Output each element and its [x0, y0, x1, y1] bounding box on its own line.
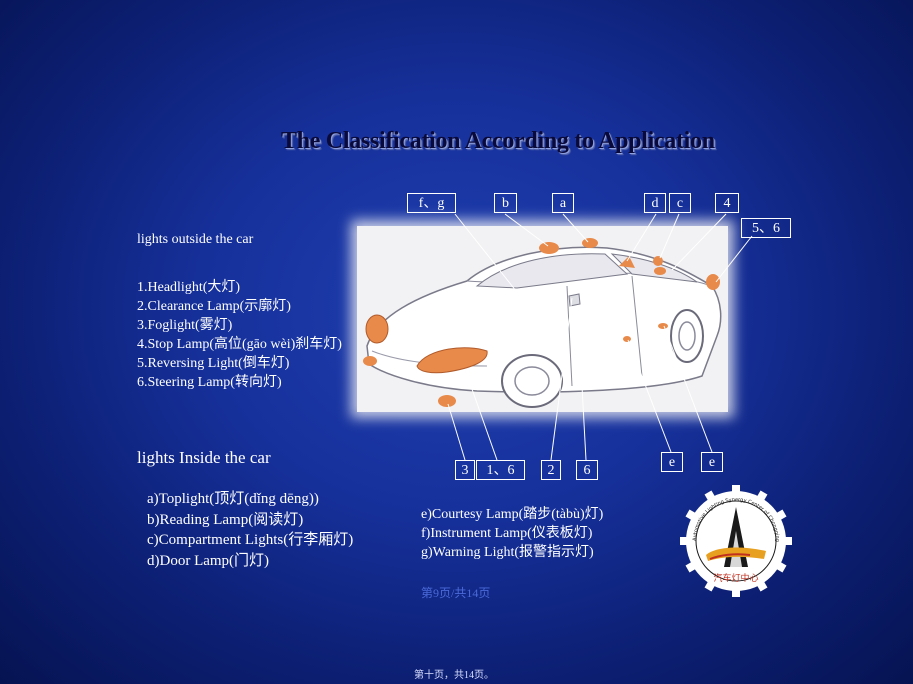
- slide-title: The Classification According to Applicat…: [281, 128, 715, 154]
- callout-label: a: [552, 193, 574, 213]
- callout-label: 6: [576, 460, 598, 480]
- page-number: 第9页/共14页: [421, 586, 491, 600]
- callout-label: e: [661, 452, 683, 472]
- footer-page-count: 第十页，共14页。: [414, 670, 494, 681]
- callout-label: 5、6: [741, 218, 791, 238]
- list-item: 1.Headlight(大灯): [137, 280, 241, 295]
- car-illustration: [363, 238, 722, 408]
- list-item: 4.Stop Lamp(高位(gāo wèi)刹车灯): [137, 337, 342, 352]
- list-item: 5.Reversing Light(倒车灯): [137, 356, 290, 371]
- inside-heading: lights Inside the car: [137, 448, 271, 467]
- callout-label: e: [701, 452, 723, 472]
- list-item: f)Instrument Lamp(仪表板灯): [421, 526, 593, 541]
- list-item: d)Door Lamp(门灯): [147, 552, 270, 569]
- callout-label: 3: [455, 460, 475, 480]
- gear-logo-icon: 汽车灯中心 Automotive Lighting Synergy Center…: [678, 481, 792, 597]
- logo-center-text: 汽车灯中心: [713, 572, 758, 584]
- callout-label: 2: [541, 460, 561, 480]
- list-item: a)Toplight(顶灯(dǐng dēng)): [147, 491, 319, 507]
- callout-label: d: [644, 193, 666, 213]
- list-item: g)Warning Light(报警指示灯): [421, 545, 594, 560]
- callout-label: 4: [715, 193, 739, 213]
- outside-lights-list: 1.Headlight(大灯) 2.Clearance Lamp(示廓灯) 3.…: [137, 278, 342, 392]
- callout-label: f、g: [407, 193, 456, 213]
- list-item: c)Compartment Lights(行李厢灯): [147, 532, 354, 548]
- car-diagram: [357, 226, 728, 412]
- inside-lights-list: a)Toplight(顶灯(dǐng dēng)) b)Reading Lamp…: [147, 489, 353, 571]
- callout-label: b: [494, 193, 517, 213]
- callout-label: c: [669, 193, 691, 213]
- outside-heading: lights outside the car: [137, 232, 254, 247]
- list-item: 3.Foglight(雾灯): [137, 318, 233, 333]
- center-logo: 汽车灯中心 Automotive Lighting Synergy Center…: [678, 481, 792, 597]
- list-item: b)Reading Lamp(阅读灯): [147, 511, 304, 528]
- list-item: 2.Clearance Lamp(示廓灯): [137, 299, 291, 314]
- list-item: 6.Steering Lamp(转向灯): [137, 375, 282, 390]
- callout-label: 1、6: [476, 460, 525, 480]
- list-item: e)Courtesy Lamp(踏步(tàbù)灯): [421, 507, 604, 522]
- inside-lights-list-continued: e)Courtesy Lamp(踏步(tàbù)灯) f)Instrument …: [421, 505, 603, 562]
